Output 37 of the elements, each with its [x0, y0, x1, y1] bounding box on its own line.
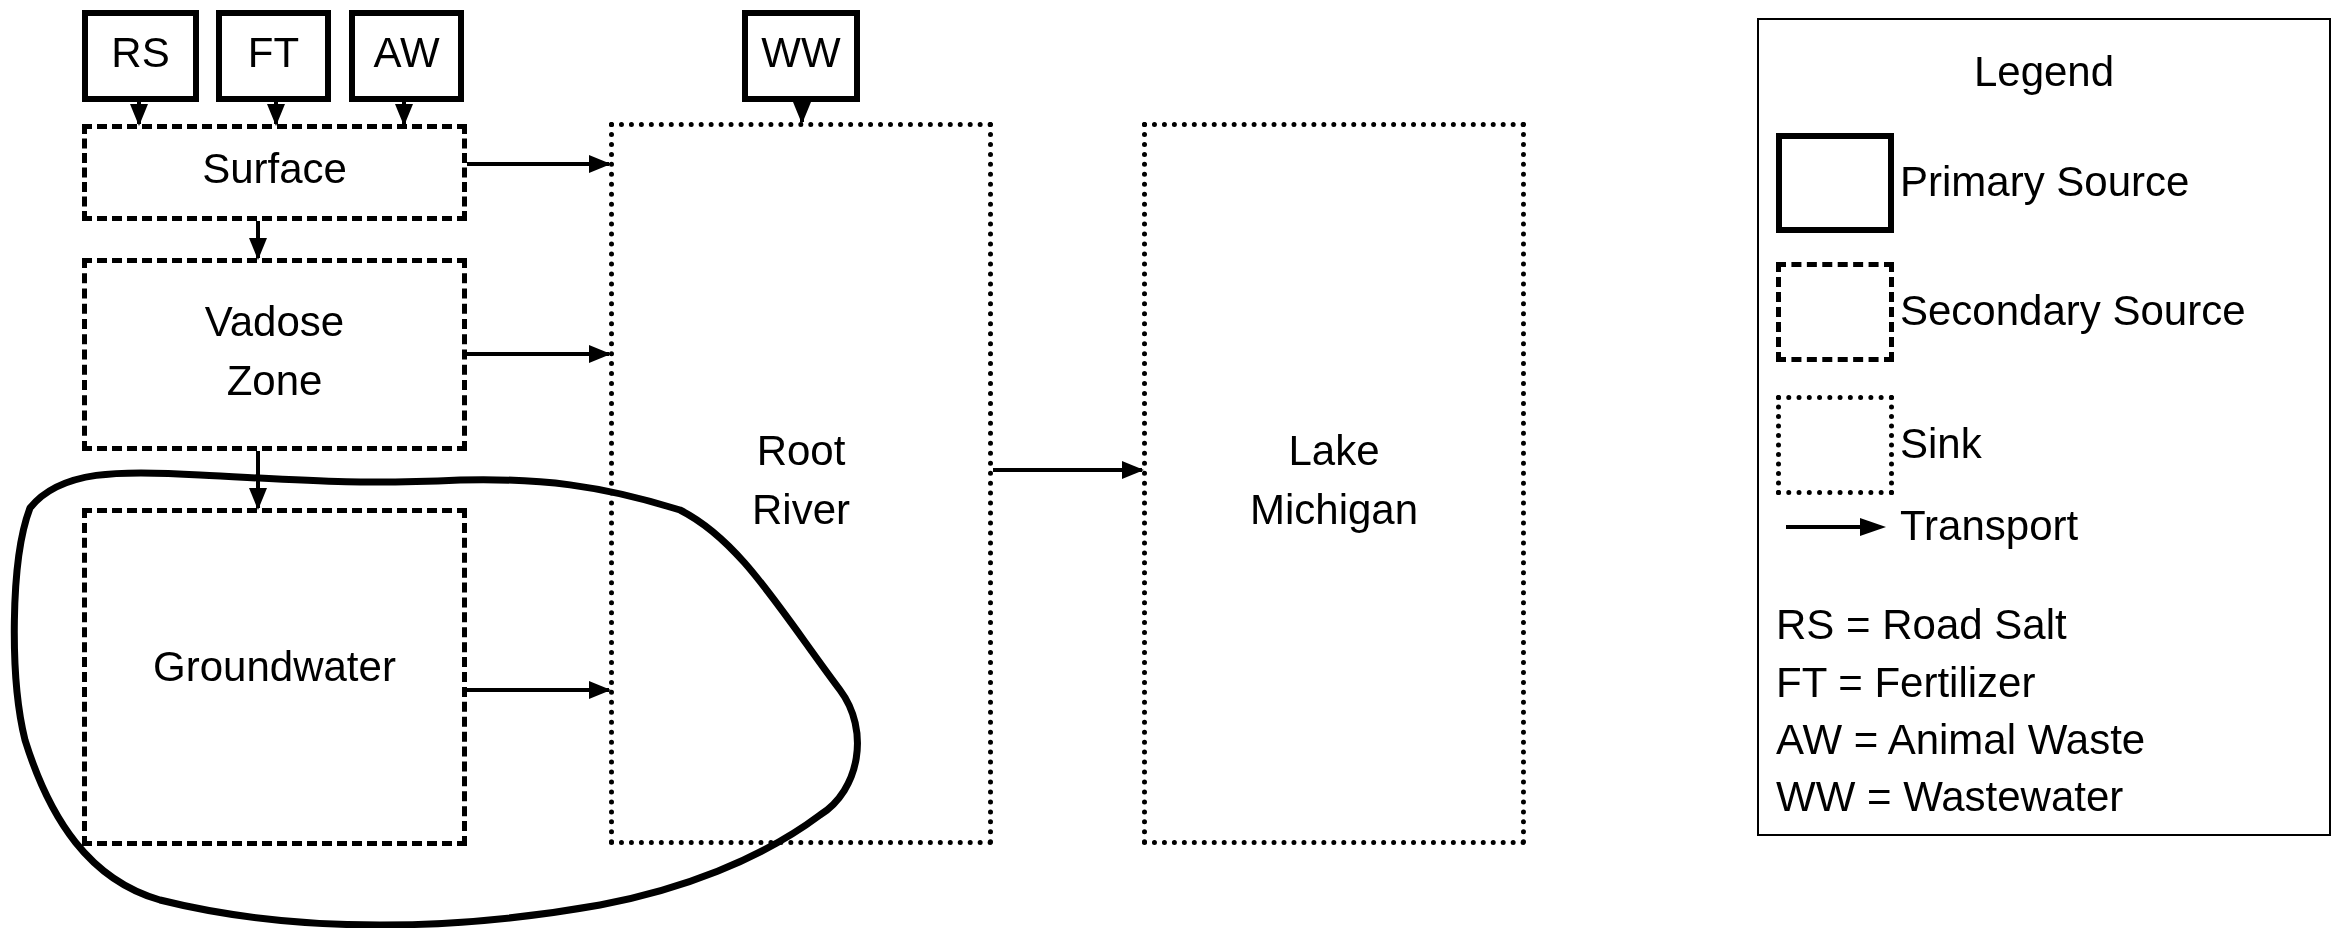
- node-label: WW: [761, 27, 841, 78]
- abbreviation-note: FT = Fertilizer: [1776, 659, 2036, 707]
- sink-box: [609, 122, 993, 845]
- node-label: Groundwater: [153, 642, 396, 692]
- node-label: RS: [111, 27, 170, 78]
- legend-label: Transport: [1900, 502, 2079, 550]
- primary-source-box: [216, 10, 331, 102]
- arrow: [793, 102, 811, 124]
- node-label: Root River: [751, 425, 851, 535]
- legend-label: Primary Source: [1900, 158, 2190, 206]
- node-label: Lake Michigan: [1248, 425, 1420, 535]
- abbreviation-note: RS = Road Salt: [1776, 601, 2067, 649]
- sink-box: [1142, 122, 1526, 845]
- arrow: [993, 461, 1144, 479]
- arrow: [130, 102, 148, 126]
- arrow: [467, 681, 611, 699]
- legend-label: Sink: [1900, 420, 1982, 468]
- arrow: [467, 155, 611, 173]
- primary-source-box: [82, 10, 199, 102]
- secondary-source-box: [82, 258, 467, 451]
- legend-label: Secondary Source: [1900, 287, 2246, 335]
- arrow: [267, 102, 285, 126]
- node-label: Surface: [202, 144, 347, 195]
- arrow: [249, 221, 267, 260]
- node-label: FT: [247, 27, 300, 78]
- abbreviation-note: AW = Animal Waste: [1776, 716, 2146, 764]
- primary-source-box: [349, 10, 464, 102]
- legend-title: Legend: [1972, 48, 2116, 96]
- secondary-source-box: [82, 124, 467, 221]
- arrow: [249, 451, 267, 510]
- arrow: [467, 345, 611, 363]
- secondary-source-box: [82, 508, 467, 846]
- node-label: Vadose Zone: [203, 296, 346, 406]
- node-label: AW: [373, 27, 440, 78]
- abbreviation-note: WW = Wastewater: [1776, 773, 2124, 821]
- primary-source-box: [742, 10, 860, 102]
- arrow: [395, 102, 413, 126]
